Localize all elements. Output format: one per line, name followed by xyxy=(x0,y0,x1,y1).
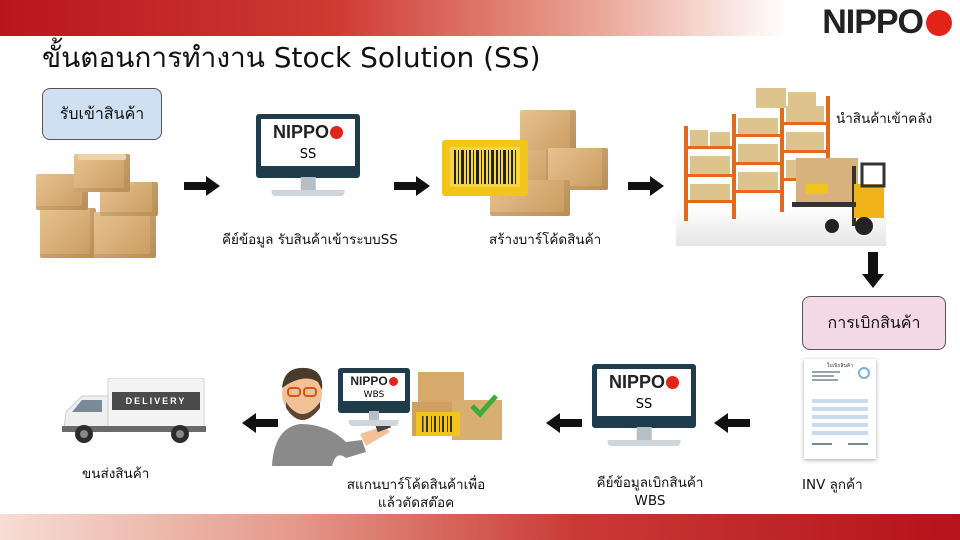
logo-dot-icon xyxy=(926,9,952,36)
monitor-brand: NIPPO xyxy=(350,374,388,389)
inv-customer-label: INV ลูกค้า xyxy=(802,477,863,493)
document-heading: ใบเบิกสินค้า xyxy=(826,363,854,369)
scan-barcode-line2: แล้วตัดสต๊อค xyxy=(377,495,455,511)
scan-barcode-line1: สแกนบาร์โค้ดสินค้าเพื่อ xyxy=(346,477,486,493)
key-in-receive-label: คีย์ข้อมูล รับสินค้าเข้าระบบSS xyxy=(222,232,398,248)
truck-panel-text: DELIVERY xyxy=(125,396,187,406)
arrow-right-icon xyxy=(394,176,430,196)
deliver-label: ขนส่งสินค้า xyxy=(82,466,150,482)
create-barcode-label: สร้างบาร์โค้ดสินค้า xyxy=(489,232,602,248)
monitor-icon: NIPPO WBS xyxy=(338,368,410,426)
arrow-left-icon xyxy=(546,413,582,433)
key-in-withdraw-line2: WBS xyxy=(634,493,666,509)
scan-barcode-label: สแกนบาร์โค้ดสินค้าเพื่อ แล้วตัดสต๊อค xyxy=(336,476,496,512)
monitor-label: WBS xyxy=(363,390,385,401)
monitor-brand: NIPPO xyxy=(272,122,329,143)
monitor-label: SS xyxy=(299,147,317,163)
monitor-brand: NIPPO xyxy=(608,372,665,393)
key-in-withdraw-line1: คีย์ข้อมูลเบิกสินค้า xyxy=(596,475,704,491)
warehouse-icon xyxy=(676,86,886,246)
withdraw-badge: การเบิกสินค้า xyxy=(802,296,946,350)
arrow-left-icon xyxy=(242,413,278,433)
arrow-down-icon xyxy=(862,252,884,288)
page-title: ขั้นตอนการทำงาน Stock Solution (SS) xyxy=(42,41,541,74)
logo-text: NIPPO xyxy=(822,3,924,41)
bottom-banner xyxy=(0,514,960,540)
monitor-label: SS xyxy=(635,397,653,413)
monitor-icon: NIPPO SS xyxy=(592,364,696,446)
monitor-icon: NIPPO SS xyxy=(256,114,360,196)
document-icon: ใบเบิกสินค้า xyxy=(804,359,876,459)
store-warehouse-label: นำสินค้าเข้าคลัง xyxy=(836,111,933,127)
worker-icon xyxy=(266,362,506,466)
arrow-left-icon xyxy=(714,413,750,433)
arrow-right-icon xyxy=(184,176,220,196)
receive-badge: รับเข้าสินค้า xyxy=(42,88,162,140)
delivery-truck-icon: DELIVERY xyxy=(60,378,206,444)
key-in-withdraw-label: คีย์ข้อมูลเบิกสินค้า WBS xyxy=(590,474,710,510)
nippo-logo: NIPPO xyxy=(822,3,952,42)
top-banner xyxy=(0,0,960,36)
boxes-icon xyxy=(36,152,162,262)
barcode-icon xyxy=(440,110,612,220)
arrow-right-icon xyxy=(628,176,664,196)
